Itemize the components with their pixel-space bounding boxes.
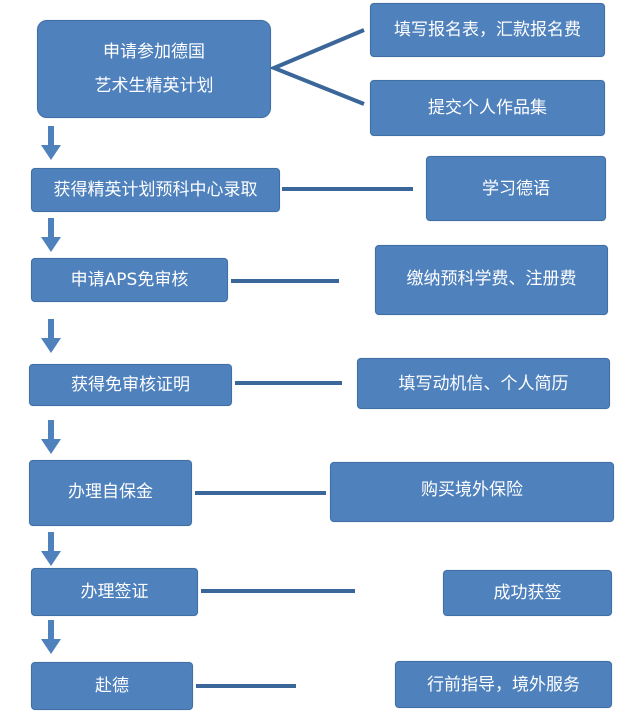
down-arrow-icon: [41, 532, 61, 566]
step-label: 获得免审核证明: [71, 375, 190, 395]
down-arrow-icon: [41, 620, 61, 654]
step-blocked-account: 办理自保金: [29, 460, 192, 526]
note-label: 缴纳预科学费、注册费: [406, 269, 577, 289]
note-label: 成功获签: [493, 583, 562, 603]
note-label: 填写动机信、个人简历: [398, 373, 569, 394]
step-apply-program: 申请参加德国 艺术生精英计划: [37, 20, 271, 118]
note-motivation-cv: 填写动机信、个人简历: [357, 358, 610, 409]
connector-line: [195, 491, 326, 495]
note-fees: 缴纳预科学费、注册费: [375, 245, 608, 315]
note-label: 填写报名表，汇款报名费: [394, 20, 581, 40]
connector-line: [231, 279, 339, 283]
note-pre-departure: 行前指导，境外服务: [395, 661, 612, 708]
down-arrow-icon: [41, 420, 61, 454]
note-label: 购买境外保险: [421, 480, 523, 500]
note-label: 提交个人作品集: [428, 98, 547, 118]
down-arrow-icon: [41, 319, 61, 353]
down-arrow-icon: [41, 126, 61, 160]
note-label: 行前指导，境外服务: [427, 674, 580, 695]
step-apply-aps: 申请APS免审核: [31, 258, 228, 302]
step-label: 获得精英计划预科中心录取: [53, 180, 258, 200]
note-registration: 填写报名表，汇款报名费: [370, 3, 605, 57]
step-aps-certificate: 获得免审核证明: [29, 364, 232, 406]
down-arrow-icon: [41, 218, 61, 252]
connector-line: [201, 589, 355, 593]
step-label: 办理自保金: [68, 482, 153, 502]
note-german-study: 学习德语: [426, 156, 606, 221]
step-visa: 办理签证: [31, 568, 198, 616]
note-insurance: 购买境外保险: [330, 462, 614, 522]
step-admission: 获得精英计划预科中心录取: [31, 168, 280, 212]
connector-line: [282, 187, 413, 191]
step-go-germany: 赴德: [31, 662, 193, 710]
step-label: 申请APS免审核: [70, 270, 189, 290]
step-label: 申请参加德国 艺术生精英计划: [94, 42, 214, 96]
step-label: 办理签证: [80, 582, 149, 602]
note-visa-success: 成功获签: [443, 570, 612, 616]
note-label: 学习德语: [482, 178, 550, 199]
connector-line: [235, 381, 342, 385]
step-label: 赴德: [95, 676, 129, 696]
note-portfolio: 提交个人作品集: [370, 80, 605, 136]
connector-line: [196, 684, 296, 688]
